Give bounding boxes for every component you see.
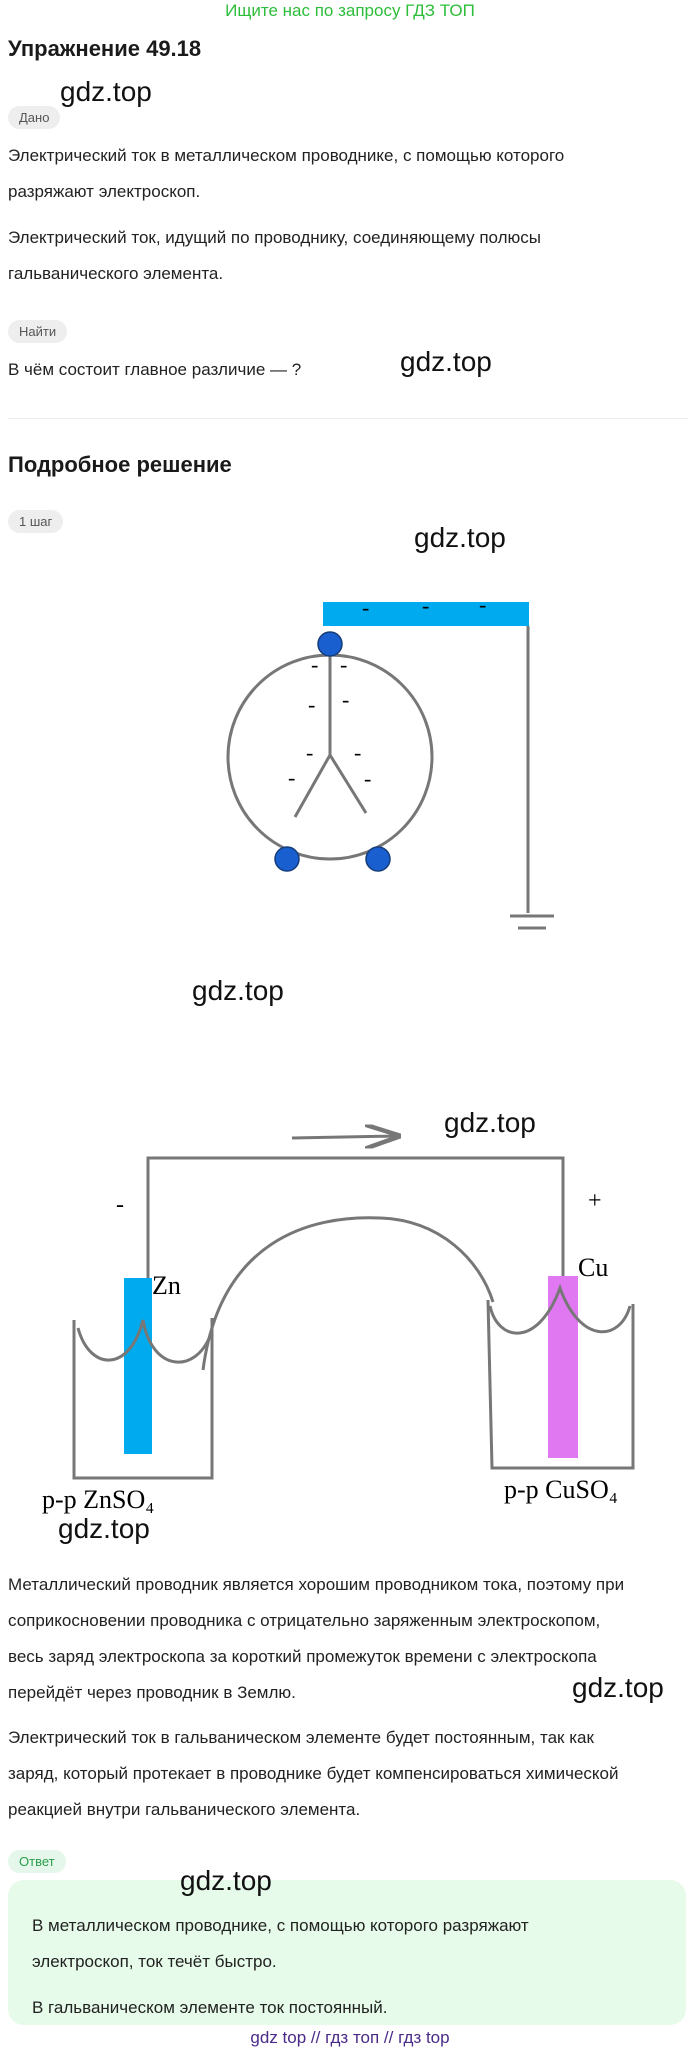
solution-title: Подробное решение	[8, 452, 232, 477]
watermark: gdz.top	[572, 1672, 664, 1703]
find-badge: Найти	[8, 320, 68, 343]
top-search-link[interactable]: Ищите нас по запросу ГДЗ ТОП	[225, 1, 475, 20]
footer-links[interactable]: gdz top // гдз топ // гдз top	[250, 2028, 450, 2047]
charge-sign: -	[364, 766, 371, 791]
watermark: gdz.top	[60, 76, 152, 107]
charge-sign: -	[479, 592, 486, 617]
given-text-2: Электрический ток, идущий по проводнику,…	[8, 228, 542, 283]
current-arrow	[291, 1136, 398, 1138]
given-text-1: Электрический ток в металлическом провод…	[8, 146, 565, 201]
charge-sign: -	[308, 692, 315, 717]
watermark: gdz.top	[414, 522, 506, 553]
divider	[8, 418, 688, 419]
watermark: gdz.top	[58, 1513, 150, 1544]
minus-sign: -	[116, 1192, 124, 1218]
electroscope-figure: - - - - - - - - - - -	[226, 592, 554, 930]
cu-label: Cu	[578, 1253, 608, 1282]
answer-box	[8, 1880, 686, 2025]
electroscope-foot	[274, 846, 300, 872]
external-wire	[146, 1156, 565, 1284]
answer-text-1: В металлическом проводнике, с помощью ко…	[32, 1916, 529, 1971]
electroscope-leaf	[293, 754, 332, 818]
explanation-2: Электрический ток в гальваническом элеме…	[8, 1728, 619, 1819]
answer-text-2: В гальваническом элементе ток постоянный…	[32, 1998, 388, 2017]
watermark: gdz.top	[192, 975, 284, 1006]
zn-label: Zn	[152, 1271, 181, 1300]
charge-sign: -	[306, 740, 313, 765]
charge-sign: -	[342, 687, 349, 712]
charge-sign: -	[362, 595, 369, 620]
charge-sign: -	[354, 740, 361, 765]
left-beaker	[72, 1318, 214, 1480]
watermark: gdz.top	[180, 1865, 272, 1896]
electroscope-ball	[317, 631, 343, 657]
right-beaker	[486, 1299, 635, 1470]
right-solution-label: р-р CuSO₄	[504, 1475, 618, 1504]
electroscope-foot	[365, 846, 391, 872]
charge-sign: -	[311, 652, 318, 677]
zn-electrode	[124, 1278, 152, 1454]
galvanic-cell-figure: - + Zn Cu р-р ZnSO₄ р-р CuSO₄	[42, 1110, 635, 1514]
charge-sign: -	[288, 765, 295, 790]
salt-bridge	[201, 1216, 495, 1371]
conductor-bar	[323, 602, 529, 626]
explanation-1: Металлический проводник является хорошим…	[8, 1575, 625, 1702]
given-badge: Дано	[8, 106, 61, 129]
page-title: Упражнение 49.18	[8, 36, 202, 61]
find-question: В чём состоит главное различие — ?	[8, 360, 302, 379]
answer-badge: Ответ	[8, 1850, 66, 1873]
watermark: gdz.top	[444, 1107, 536, 1138]
right-solution-surface	[488, 1283, 632, 1335]
electroscope-leaf	[328, 754, 368, 814]
left-solution-label: р-р ZnSO₄	[42, 1485, 154, 1514]
charge-sign: -	[422, 593, 429, 618]
plus-sign: +	[588, 1188, 602, 1214]
charge-sign: -	[340, 652, 347, 677]
watermark: gdz.top	[400, 346, 492, 377]
left-solution-surface	[76, 1319, 212, 1364]
step-badge: 1 шаг	[8, 510, 64, 533]
